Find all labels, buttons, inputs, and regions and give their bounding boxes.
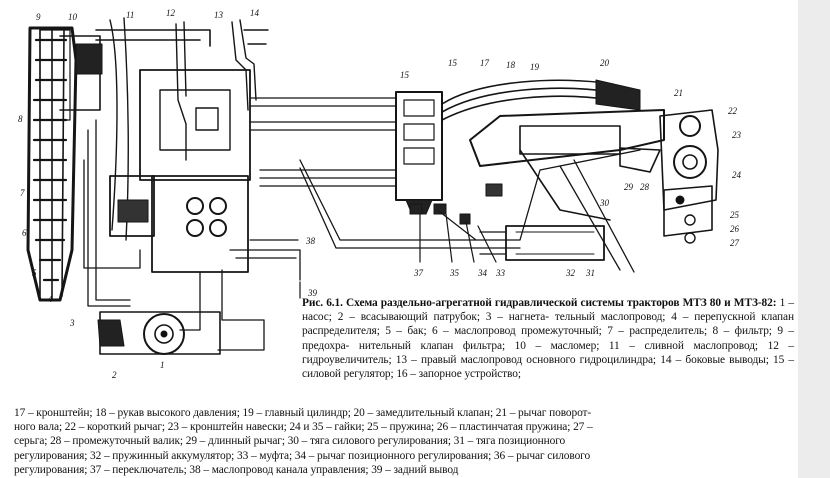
callout-18: 18: [506, 60, 516, 70]
caption-line: ного вала; 22 – короткий рычаг; 23 – кро…: [14, 421, 593, 434]
callout-15a: 15: [400, 70, 410, 80]
callout-21: 21: [674, 88, 683, 98]
callout-23: 23: [732, 130, 742, 140]
force-regulator: [395, 91, 443, 215]
pump: [97, 311, 221, 355]
callout-31: 31: [585, 268, 595, 278]
callout-labels: 1 2 3 4 5 6 7 8 9 10 11 12 13 14 15 15 1…: [18, 8, 742, 380]
callout-13: 13: [214, 10, 224, 20]
caption-line: нительный клапан фильтра; 10 – масломер;…: [358, 339, 794, 352]
spring-accumulator: [479, 225, 605, 261]
background-strip: [798, 0, 830, 478]
main-cylinder: [469, 79, 665, 221]
callout-35: 35: [449, 268, 460, 278]
caption-line: тельный маслопровод; 4 – перепускной кла…: [302, 311, 794, 338]
callout-7: 7: [20, 188, 25, 198]
callout-6: 6: [22, 228, 27, 238]
figure-caption-bottom: 17 – кронштейн; 18 – рукав высокого давл…: [14, 406, 790, 477]
callout-11: 11: [126, 10, 134, 20]
callout-9: 9: [36, 12, 41, 22]
callout-4: 4: [48, 294, 53, 304]
hydraulic-system-diagram: 1 2 3 4 5 6 7 8 9 10 11 12 13 14 15 15 1…: [18, 8, 742, 380]
caption-line: регулирования; 37 – переключатель; 38 – …: [14, 463, 459, 476]
callout-27: 27: [730, 238, 740, 248]
callout-1: 1: [160, 360, 165, 370]
callout-29: 29: [624, 182, 634, 192]
callout-10: 10: [68, 12, 78, 22]
callout-37: 37: [413, 268, 424, 278]
figure-caption-top: Рис. 6.1. Схема раздельно-агрегатной гид…: [302, 296, 794, 381]
caption-line: гидроувеличитель; 13 – правый маслопрово…: [302, 353, 656, 366]
callout-28: 28: [640, 182, 650, 192]
caption-line: 14 – боковые выводы; 15 – силовой регуля…: [302, 353, 794, 381]
caption-line: 17 – кронштейн; 18 – рукав высокого давл…: [14, 407, 592, 419]
callout-38: 38: [305, 236, 316, 246]
callout-33: 33: [495, 268, 506, 278]
callout-3: 3: [69, 318, 75, 328]
caption-line: маслопровод промежуточный; 7 – распредел…: [302, 325, 795, 352]
callout-8: 8: [18, 114, 23, 124]
callout-24: 24: [732, 170, 742, 180]
callout-34: 34: [477, 268, 488, 278]
caption-line: 1 – насос; 2 – всасывающий патрубок; 3 –…: [302, 297, 794, 324]
callout-12: 12: [166, 8, 176, 18]
callout-2: 2: [112, 370, 117, 380]
caption-line: серьга; 28 – промежуточный валик; 29 – д…: [14, 435, 566, 448]
callout-5: 5: [32, 268, 37, 278]
figure-caption-title: Рис. 6.1. Схема раздельно-агрегатной гид…: [302, 297, 777, 309]
tank: [26, 26, 78, 302]
callout-39: 39: [307, 288, 318, 298]
callout-20: 20: [600, 58, 610, 68]
callout-32: 32: [565, 268, 576, 278]
callout-22: 22: [728, 106, 738, 116]
callout-30: 30: [599, 198, 610, 208]
callout-19: 19: [530, 62, 540, 72]
callout-17: 17: [480, 58, 490, 68]
caption-line: регулирования; 32 – пружинный аккумулято…: [14, 449, 591, 462]
document-page: 1 2 3 4 5 6 7 8 9 10 11 12 13 14 15 15 1…: [14, 8, 795, 477]
callout-15b: 15: [448, 58, 458, 68]
callout-26: 26: [730, 224, 740, 234]
callout-14: 14: [250, 8, 260, 18]
callout-25: 25: [730, 210, 740, 220]
